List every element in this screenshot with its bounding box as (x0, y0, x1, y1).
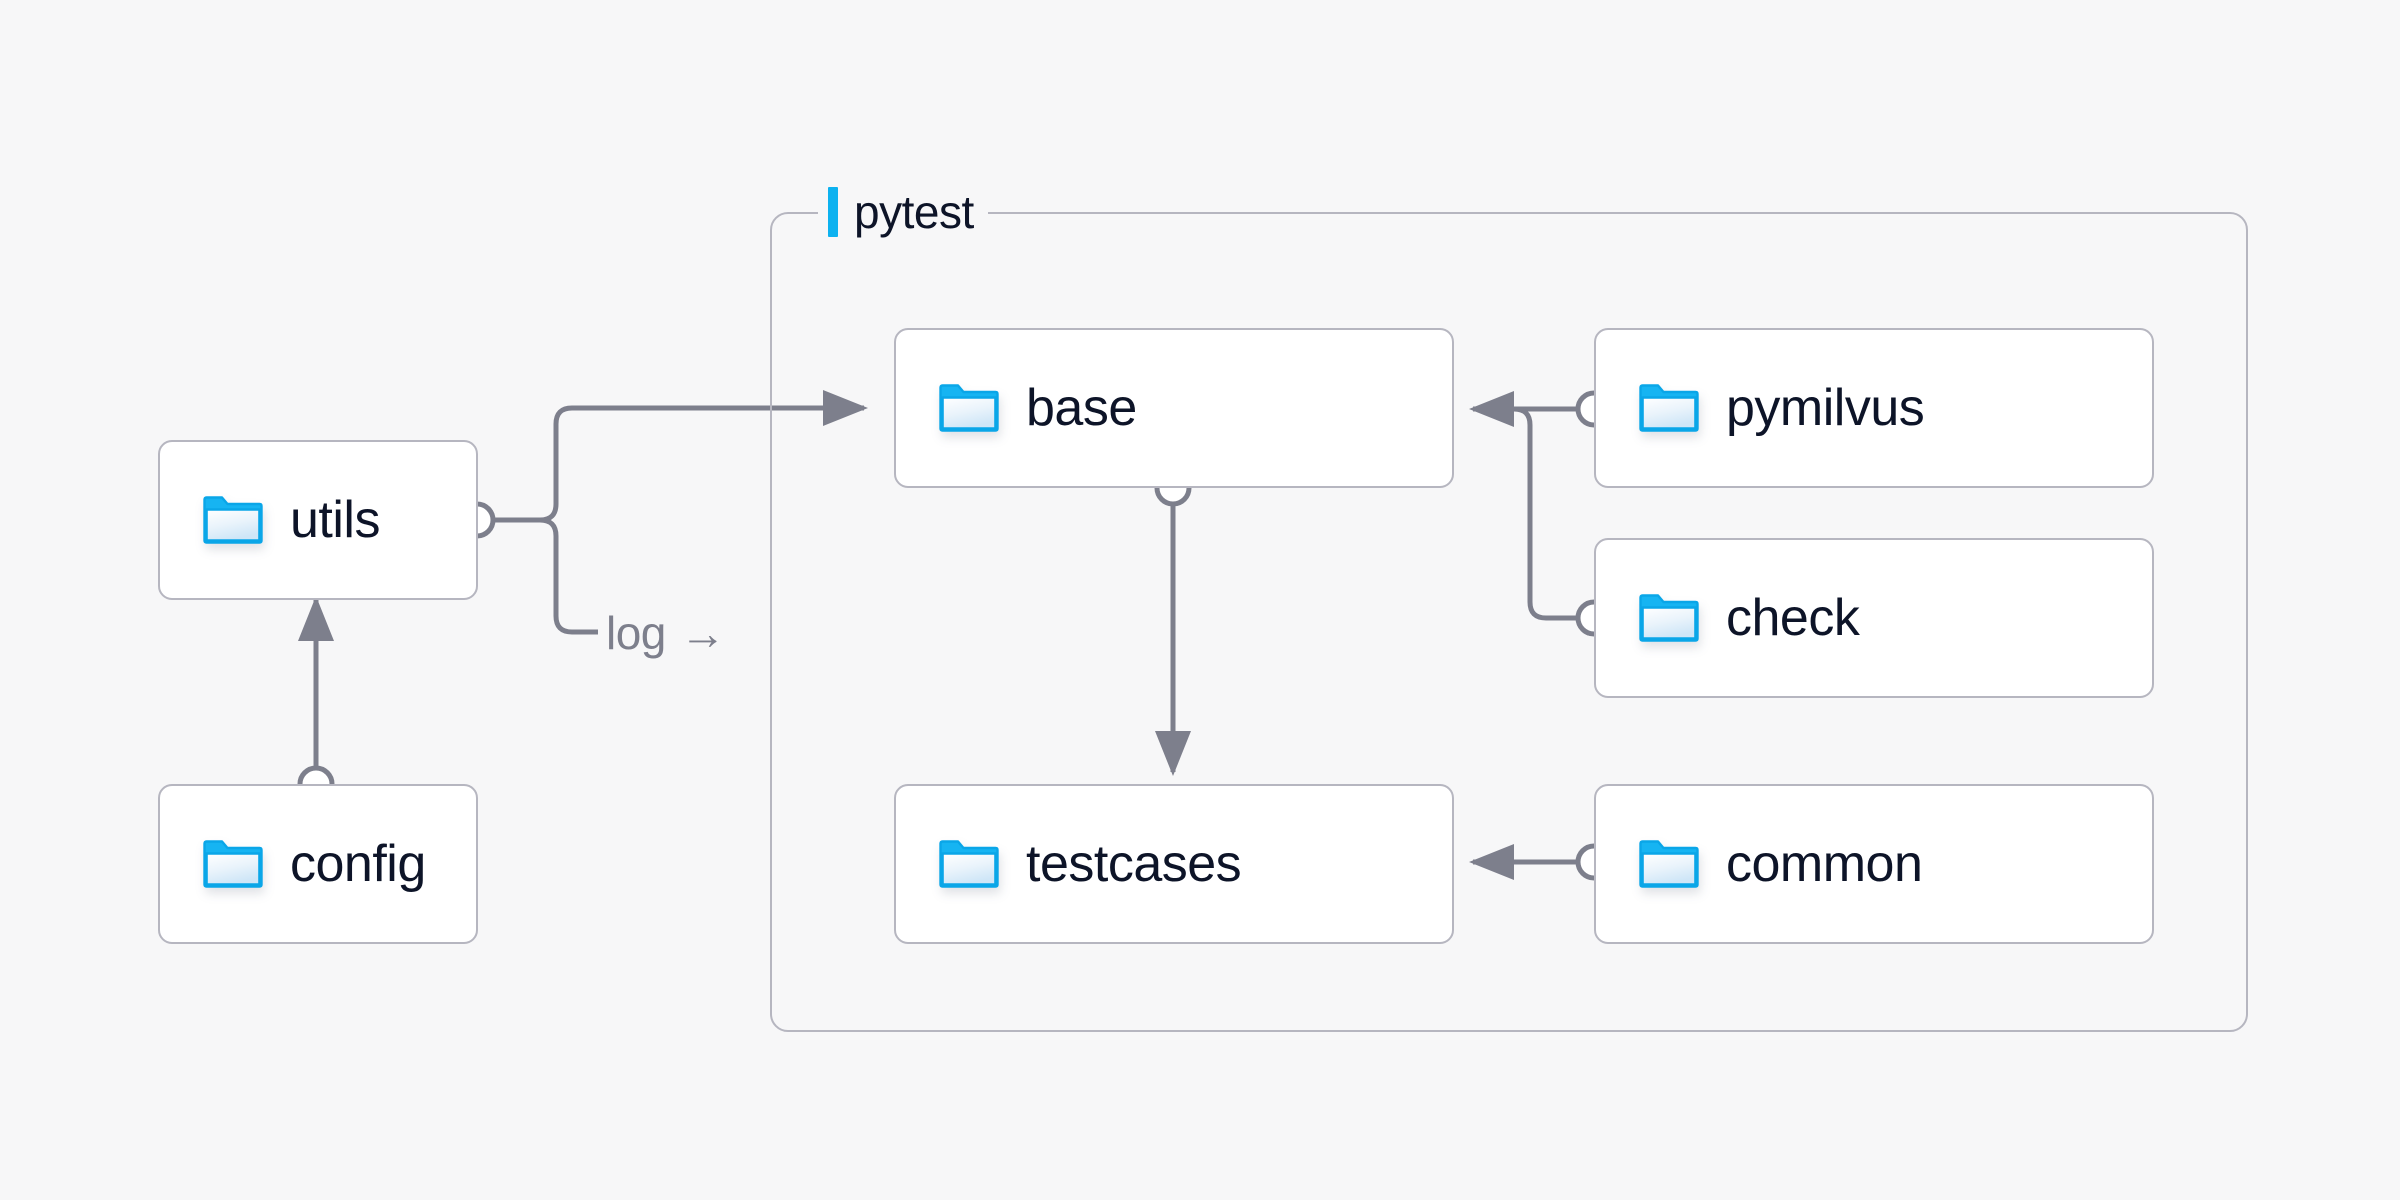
node-label-pymilvus: pymilvus (1726, 379, 1925, 437)
node-base[interactable]: base (894, 328, 1454, 488)
edge-label-log-arrow-icon: → (679, 607, 726, 659)
node-pymilvus[interactable]: pymilvus (1594, 328, 2154, 488)
node-label-utils: utils (290, 491, 380, 549)
node-common[interactable]: common (1594, 784, 2154, 944)
node-label-config: config (290, 835, 426, 893)
group-title-label: pytest (854, 186, 974, 238)
node-label-base: base (1026, 379, 1137, 437)
folder-icon (938, 839, 1000, 889)
folder-icon (202, 839, 264, 889)
node-label-common: common (1726, 835, 1923, 893)
folder-icon (1638, 839, 1700, 889)
folder-icon (1638, 593, 1700, 643)
folder-icon (938, 383, 1000, 433)
node-label-check: check (1726, 589, 1860, 647)
folder-icon (202, 495, 264, 545)
group-pytest-title: pytest (818, 183, 988, 241)
group-accent-bar (828, 187, 838, 237)
node-check[interactable]: check (1594, 538, 2154, 698)
node-config[interactable]: config (158, 784, 478, 944)
node-label-testcases: testcases (1026, 835, 1242, 893)
group-pytest (770, 212, 2248, 1032)
node-testcases[interactable]: testcases (894, 784, 1454, 944)
edge-config-to-utils (297, 595, 335, 803)
node-utils[interactable]: utils (158, 440, 478, 600)
edge-label-log-text: log (606, 607, 666, 659)
folder-icon (1638, 383, 1700, 433)
edge-label-log: log→ (598, 607, 734, 659)
